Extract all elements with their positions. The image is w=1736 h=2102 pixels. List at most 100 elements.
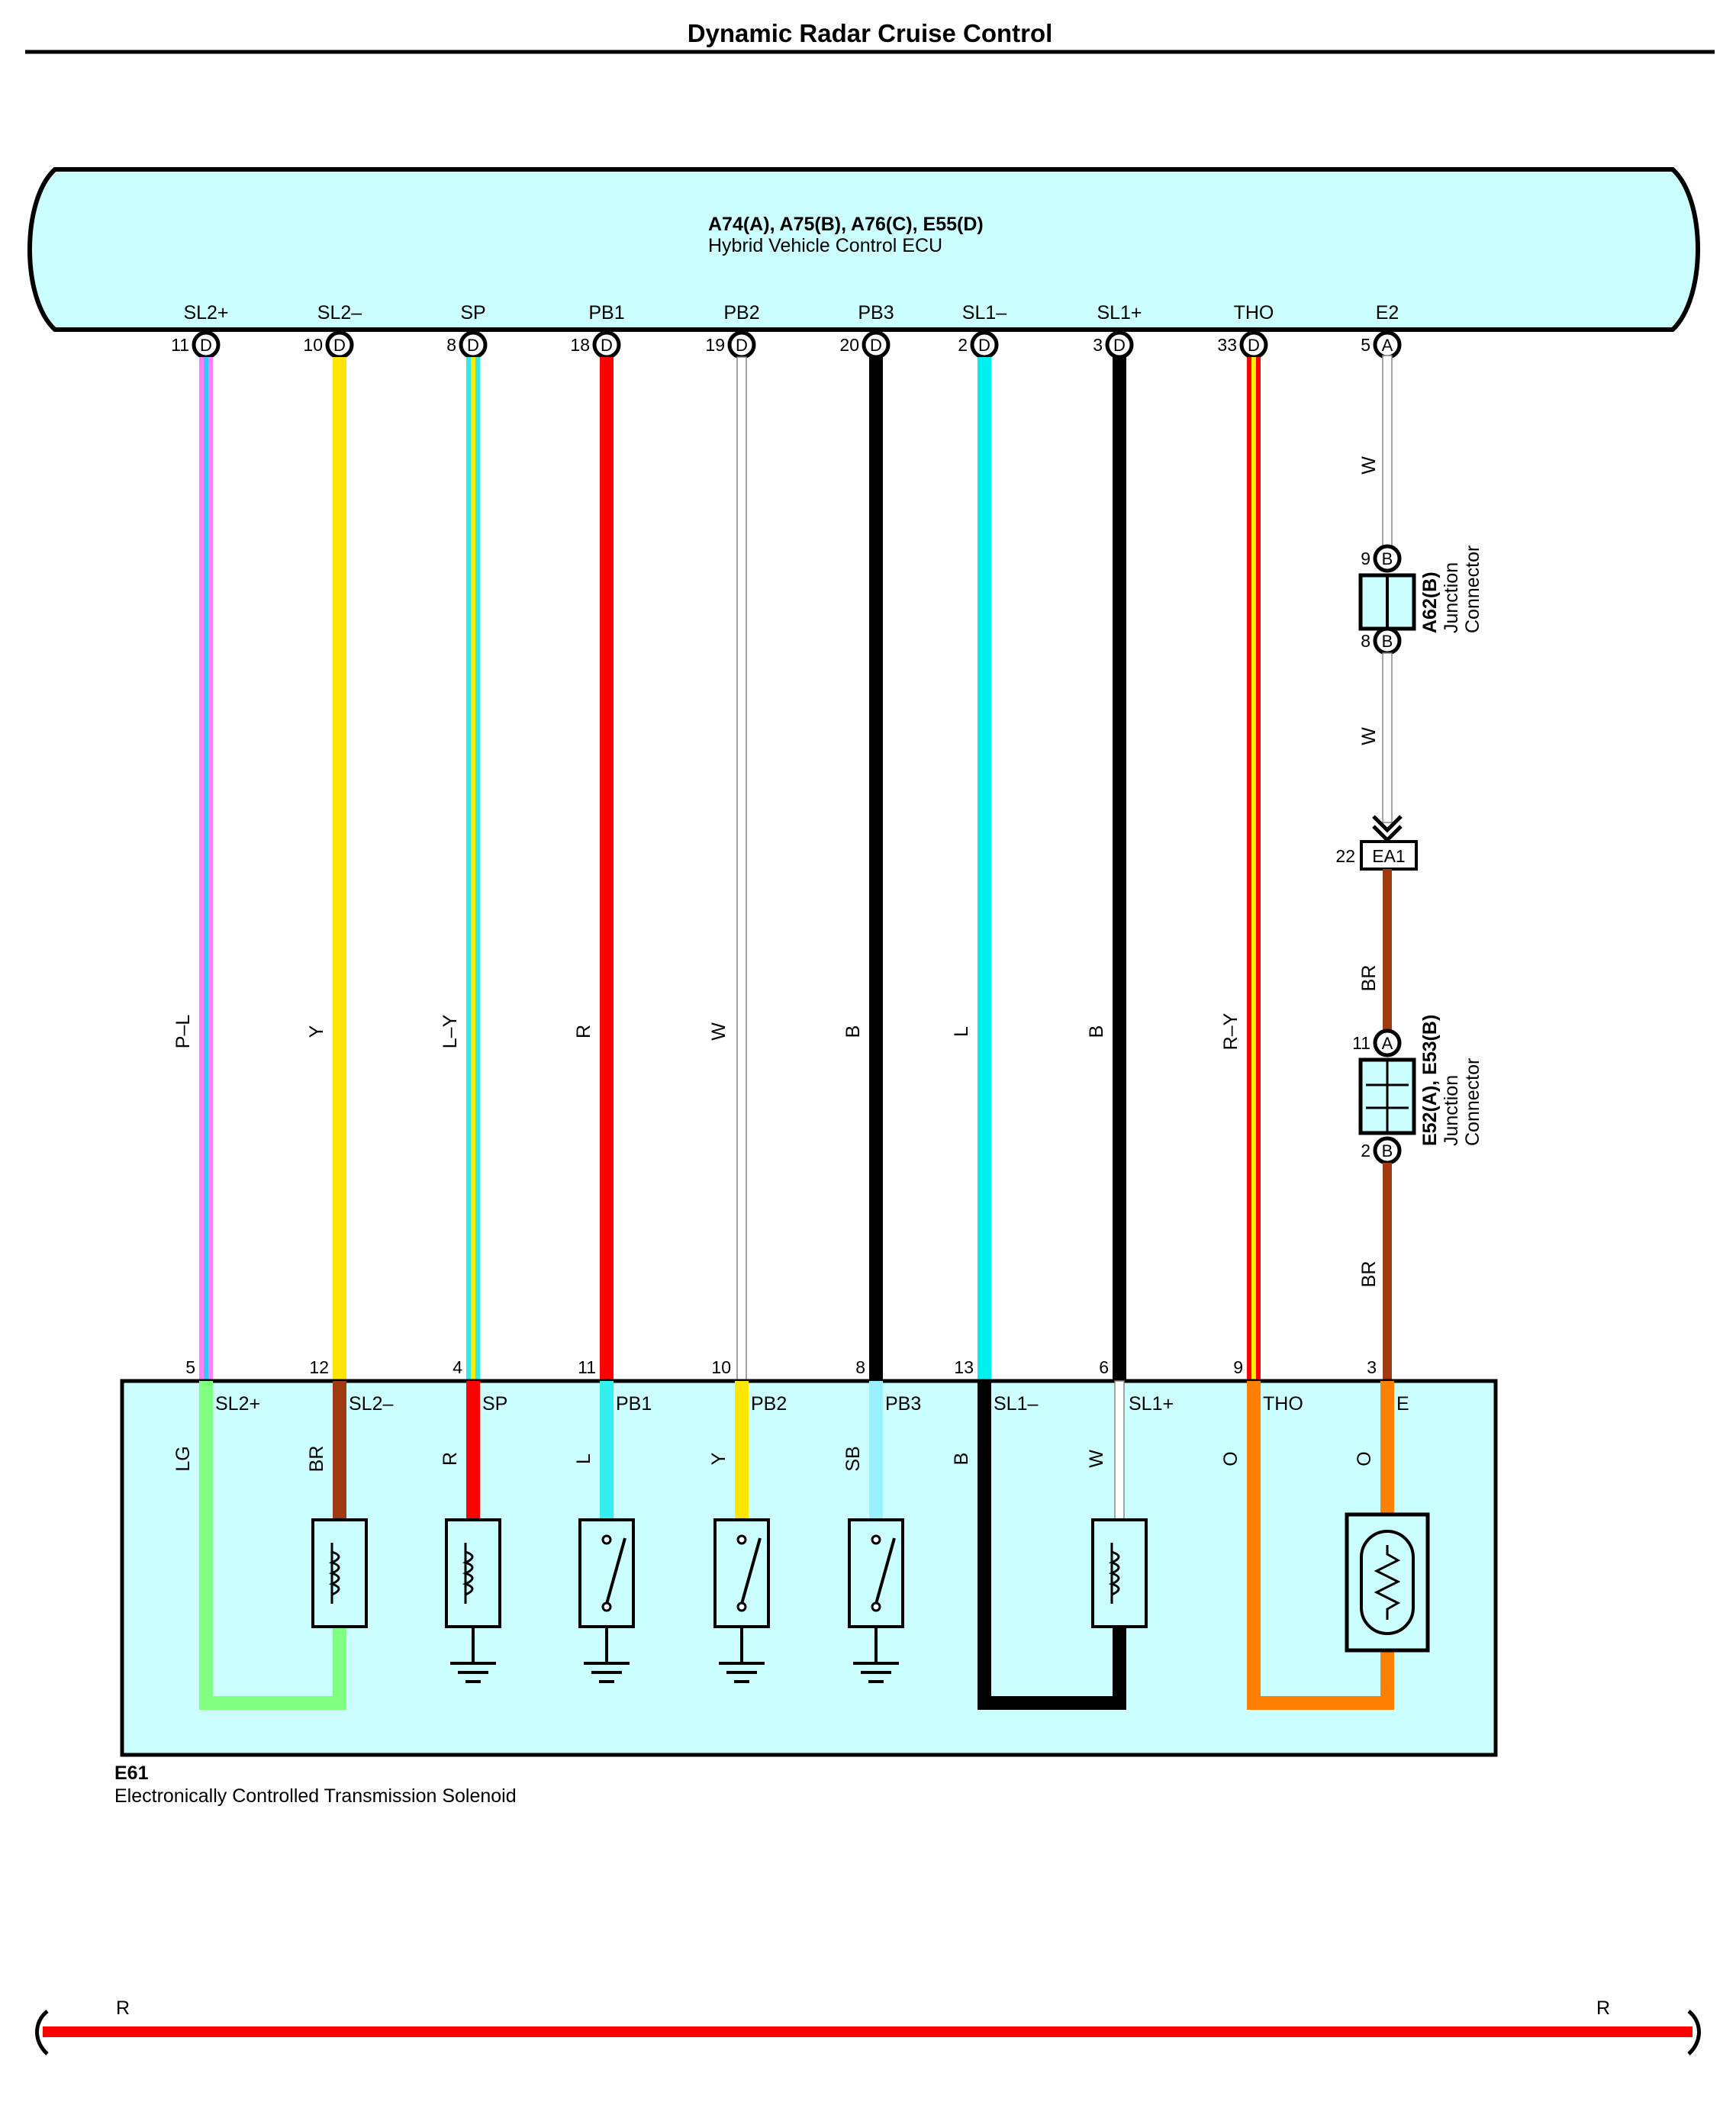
ea1-chevron-upper <box>1372 815 1403 833</box>
ecu-terminal-sp: SP <box>460 302 485 324</box>
ea1-body <box>1360 840 1418 871</box>
solenoid-pin-pb2: 10 <box>711 1357 731 1377</box>
e52-pin-bottom-conn: B <box>1382 1141 1393 1160</box>
solenoid-terminal-pb3: PB3 <box>885 1393 921 1415</box>
a62-pin-top-circle <box>1373 544 1402 573</box>
solenoid-terminal-sl2: SL2+ <box>215 1393 260 1415</box>
ecu-pin-number-pb1: 18 <box>570 335 590 355</box>
wire-2-stripe <box>471 357 475 1381</box>
wire-8-label: R–Y <box>1220 1012 1242 1050</box>
switch-pb3-contact-bottom <box>871 1601 881 1612</box>
ecu-name: Hybrid Vehicle Control ECU <box>708 235 942 256</box>
ecu-pin-number-sp: 8 <box>446 335 456 355</box>
wire-0-label: P–L <box>172 1015 194 1049</box>
coil-sp-coil <box>462 1550 474 1596</box>
switch-pb1-arm <box>605 1537 626 1605</box>
wire-sp <box>466 1381 480 1520</box>
switch-pb3-contact-top <box>871 1534 881 1545</box>
solenoid-wire-label-sl1: W <box>1086 1450 1107 1468</box>
ecu-pin-conn-sl2: D <box>200 336 212 355</box>
ecu-terminal-e2: E2 <box>1376 302 1399 324</box>
e52-pin-top-circle <box>1373 1028 1402 1057</box>
solenoid-terminal-sl1: SL1+ <box>1129 1393 1174 1415</box>
solenoid-pin-sl1: 6 <box>1099 1357 1109 1377</box>
e2-wire-w-mid <box>1382 652 1393 823</box>
switch-pb2-wire <box>735 1381 749 1520</box>
coil-sl2-body <box>311 1518 368 1628</box>
ecu-pin-conn-e2: A <box>1382 336 1393 355</box>
ecu-pin-conn-sl1: D <box>1113 336 1126 355</box>
solenoid-block: 5SL2+LG12SL2–BR4SPR11PB1L10PB2Y8PB3SB13S… <box>114 1357 1498 1807</box>
solenoid-internals: 5SL2+LG12SL2–BR4SPR11PB1L10PB2Y8PB3SB13S… <box>172 1357 1430 1710</box>
switch-pb2-contact-bottom <box>736 1601 747 1612</box>
wire-3-label: R <box>573 1025 594 1038</box>
bus-label-right: R <box>1596 1997 1610 2019</box>
wire-6-label: L <box>951 1026 972 1037</box>
wire-1 <box>333 357 346 1381</box>
ecu-pin-conn-pb2: D <box>736 336 748 355</box>
ecu-pin-number-sl1: 2 <box>958 335 968 355</box>
ea1-pin: 22 <box>1335 846 1355 866</box>
solenoid-pin-sl1: 13 <box>954 1357 974 1377</box>
wire-2-label: L–Y <box>440 1014 461 1048</box>
solenoid-wire-label-e: O <box>1354 1451 1375 1466</box>
solenoid-terminal-pb1: PB1 <box>616 1393 652 1415</box>
e2-wire-br-2 <box>1383 1163 1392 1381</box>
solenoid-terminal-sp: SP <box>482 1393 507 1415</box>
coil-sl2-coil <box>328 1550 340 1596</box>
e2-wire-br-2-label: BR <box>1358 1261 1380 1288</box>
wire-5 <box>869 357 883 1381</box>
ecu-pin-number-pb2: 19 <box>705 335 725 355</box>
solenoid-pin-pb1: 11 <box>578 1357 596 1377</box>
ecu-pin-number-tho: 33 <box>1217 335 1237 355</box>
ecu-pin-number-sl1: 3 <box>1093 335 1103 355</box>
ecu-terminal-sl1: SL1+ <box>1097 302 1142 324</box>
solenoid-pin-sl2: 5 <box>185 1357 195 1377</box>
ecu-connectors: A74(A), A75(B), A76(C), E55(D) <box>708 214 984 235</box>
bus-wire <box>43 2026 1693 2037</box>
wire-1-label: Y <box>306 1025 327 1038</box>
solenoid-wire-label-pb2: Y <box>708 1452 730 1465</box>
thermistor-zigzag <box>1374 1545 1401 1620</box>
e2-wire-w-top <box>1382 355 1393 547</box>
wire-4 <box>736 356 747 1382</box>
solenoid-pin-sp: 4 <box>453 1357 462 1377</box>
coil-sp-body <box>445 1518 501 1628</box>
solenoid-pin-sl2: 12 <box>309 1357 329 1377</box>
a62-pin-top: 9 <box>1361 549 1370 568</box>
solenoid-wire-label-sl1: B <box>951 1453 972 1466</box>
a62-pin-bottom: 8 <box>1361 631 1370 651</box>
solenoid-terminal-sl2: SL2– <box>349 1393 393 1415</box>
bus-label-left: R <box>116 1997 130 2019</box>
e52-line2: Connector <box>1462 1058 1483 1146</box>
solenoid-wire-label-pb3: SB <box>842 1446 864 1471</box>
solenoid-pin-e: 3 <box>1367 1357 1377 1377</box>
ecu-terminal-pb3: PB3 <box>858 302 894 324</box>
ecu-pin-conn-sp: D <box>467 336 479 355</box>
ecu-terminal-pb1: PB1 <box>588 302 624 324</box>
solenoid-wire-label-sl2: LG <box>172 1446 194 1471</box>
switch-pb2-contact-top <box>736 1534 747 1545</box>
bottom-bus: R R <box>35 1997 1701 2055</box>
solenoid-terminal-sl1: SL1– <box>994 1393 1038 1415</box>
ea1-label: EA1 <box>1372 846 1405 866</box>
ecu-pin-number-sl2: 11 <box>171 335 189 355</box>
ecu-pin-number-e2: 5 <box>1361 335 1370 355</box>
e2-wire-br-1 <box>1383 869 1392 1043</box>
wire-sl1-w <box>1114 1380 1125 1521</box>
wire-3 <box>600 357 614 1381</box>
wire-5-label: B <box>842 1025 864 1038</box>
ecu-pin-number-pb3: 20 <box>839 335 859 355</box>
solenoid-wire-label-sp: R <box>440 1452 461 1466</box>
e52-line1: Junction <box>1441 1075 1462 1146</box>
solenoid-wire-label-sl2: BR <box>306 1446 327 1473</box>
bus-left-brace <box>35 2010 49 2055</box>
wire-7 <box>1113 357 1126 1381</box>
e52-pin-bottom: 2 <box>1361 1141 1370 1160</box>
e52-pin-top-conn: A <box>1382 1034 1393 1053</box>
switch-pb1-contact-bottom <box>601 1601 612 1612</box>
loop-sl2-lg <box>199 1381 346 1710</box>
a62-line1: Junction <box>1441 562 1462 633</box>
